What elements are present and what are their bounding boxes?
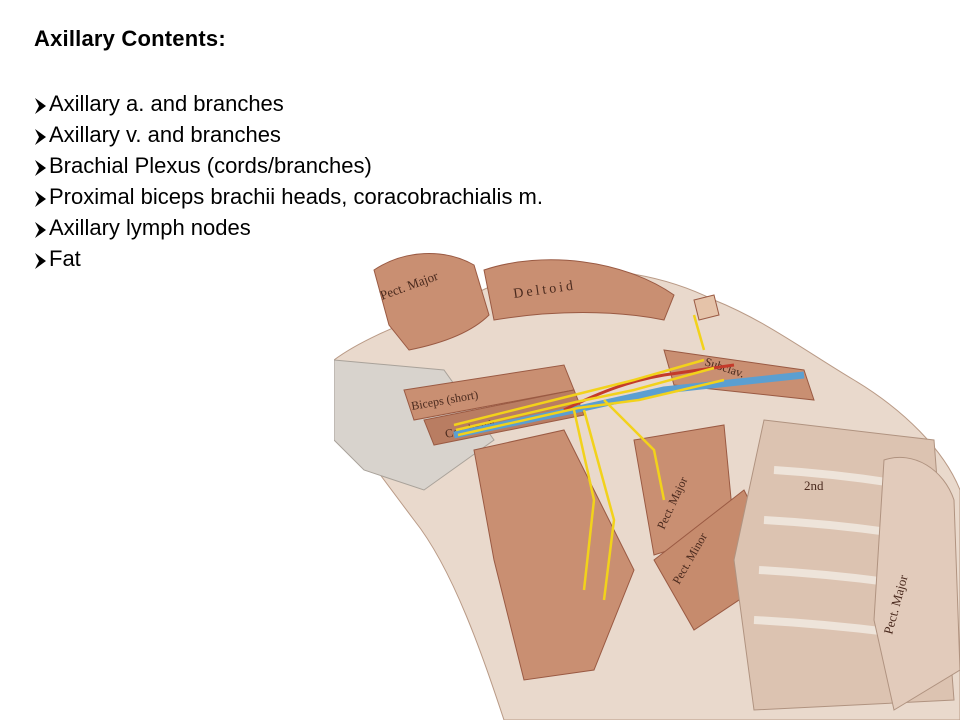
arrowhead-icon (35, 97, 46, 114)
arrowhead-icon (35, 252, 46, 269)
list-item: Brachial Plexus (cords/branches) (34, 150, 543, 181)
arrowhead-icon (35, 159, 46, 176)
coracoid-fragment (693, 294, 720, 321)
contents-list: Axillary a. and branches Axillary v. and… (34, 88, 543, 274)
arrowhead-icon (35, 221, 46, 238)
brachial-plexus (453, 314, 725, 601)
pect-major-flap (373, 253, 490, 351)
arm-muscles (473, 429, 635, 681)
list-item-text: Fat (49, 246, 81, 271)
arrowhead-icon (35, 128, 46, 145)
arrowhead-icon (35, 190, 46, 207)
list-item: Axillary lymph nodes (34, 212, 543, 243)
label-2nd-rib: 2nd (804, 478, 824, 493)
list-item-text: Axillary v. and branches (49, 122, 281, 147)
list-item-text: Axillary lymph nodes (49, 215, 251, 240)
list-item-text: Brachial Plexus (cords/branches) (49, 153, 372, 178)
list-item: Axillary a. and branches (34, 88, 543, 119)
list-item: Proximal biceps brachii heads, coracobra… (34, 181, 543, 212)
list-item-text: Proximal biceps brachii heads, coracobra… (49, 184, 543, 209)
list-item-text: Axillary a. and branches (49, 91, 284, 116)
slide-title: Axillary Contents: (34, 26, 226, 51)
axillary-artery (563, 363, 735, 412)
list-item: Fat (34, 243, 543, 274)
pect-major-right (873, 456, 960, 711)
list-item: Axillary v. and branches (34, 119, 543, 150)
axilla-illustration: Pect. Major Deltoid Biceps (short) Cor.-… (334, 253, 960, 720)
deltoid-muscle (483, 259, 675, 321)
